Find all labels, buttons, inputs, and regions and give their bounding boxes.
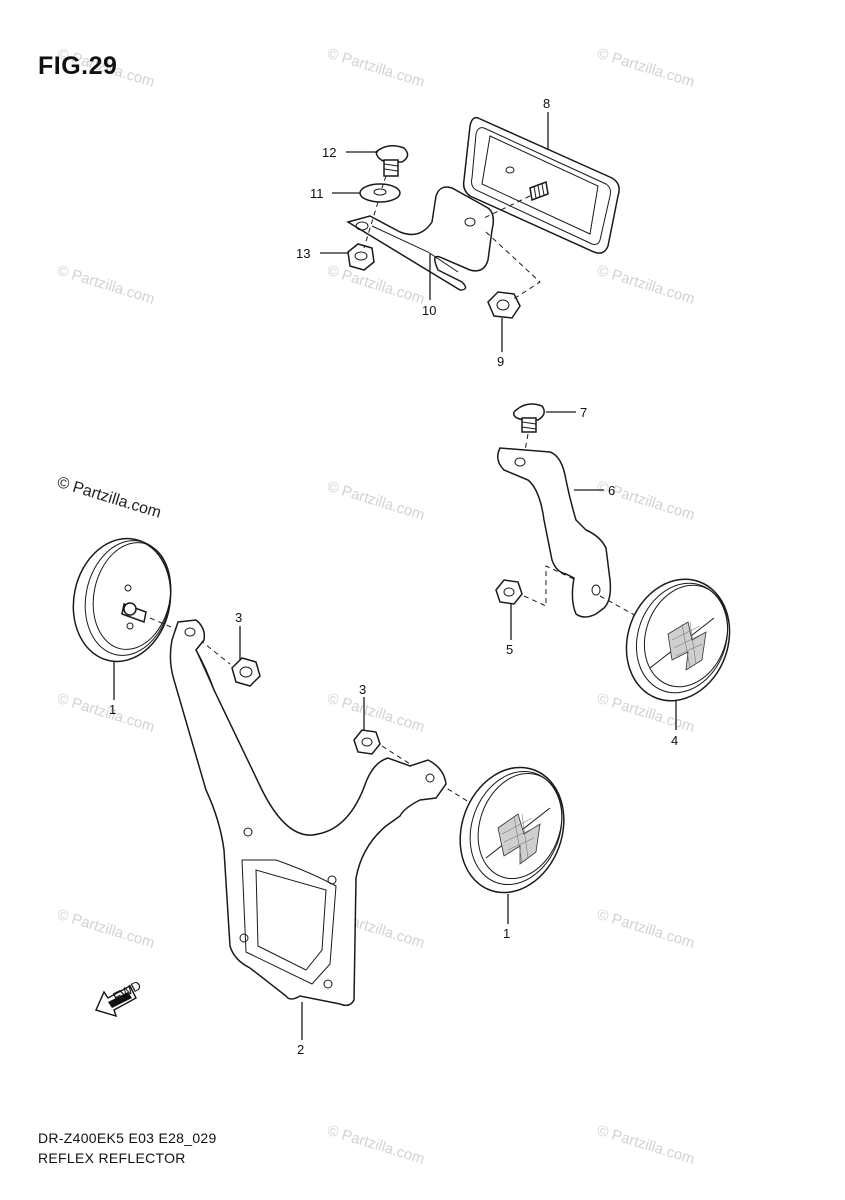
callout-1-left: 1	[109, 702, 116, 717]
callout-13: 13	[296, 246, 310, 261]
part-1-round-reflector-right[interactable]	[443, 753, 581, 907]
part-4-round-reflector[interactable]	[610, 565, 746, 716]
part-6-reflector-stay[interactable]	[497, 447, 612, 618]
callout-10: 10	[422, 303, 436, 318]
part-3-nut-lower[interactable]	[353, 729, 381, 755]
part-2-reflector-bracket[interactable]	[169, 619, 447, 1007]
rear-reflector-assembly	[346, 116, 620, 319]
callout-1-right: 1	[503, 926, 510, 941]
callout-5: 5	[506, 642, 513, 657]
fwd-arrow-icon: FWD	[95, 978, 144, 1018]
callout-labels: 8 12 11 13 10 9 7 6 5 4 3 3 1 1 2	[109, 96, 678, 1057]
callout-3-upper: 3	[235, 610, 242, 625]
callout-3-lower: 3	[359, 682, 366, 697]
part-3-nut-upper[interactable]	[231, 657, 261, 687]
part-13-nut[interactable]	[347, 243, 375, 271]
part-9-nut[interactable]	[487, 291, 521, 319]
callout-12: 12	[322, 145, 336, 160]
front-reflector-assembly	[62, 529, 581, 1007]
part-8-rectangular-reflector[interactable]	[462, 116, 620, 254]
part-7-screw[interactable]	[512, 403, 545, 433]
callout-11: 11	[310, 186, 324, 201]
callout-8: 8	[543, 96, 550, 111]
callout-7: 7	[580, 405, 587, 420]
part-1-round-reflector-left[interactable]	[62, 529, 182, 670]
part-12-screw[interactable]	[375, 145, 409, 177]
part-5-nut[interactable]	[495, 579, 523, 605]
callout-6: 6	[608, 483, 615, 498]
callout-2: 2	[297, 1042, 304, 1057]
section-name: REFLEX REFLECTOR	[38, 1150, 186, 1166]
callout-leaders	[113, 112, 677, 1040]
model-code: DR-Z400EK5 E03 E28_029	[38, 1130, 217, 1146]
figure-title: FIG.29	[38, 52, 118, 80]
part-10-reflector-bracket[interactable]	[346, 186, 495, 291]
callout-9: 9	[497, 354, 504, 369]
callout-4: 4	[671, 733, 678, 748]
part-11-washer[interactable]	[359, 183, 401, 203]
side-reflector-assembly	[495, 403, 746, 716]
